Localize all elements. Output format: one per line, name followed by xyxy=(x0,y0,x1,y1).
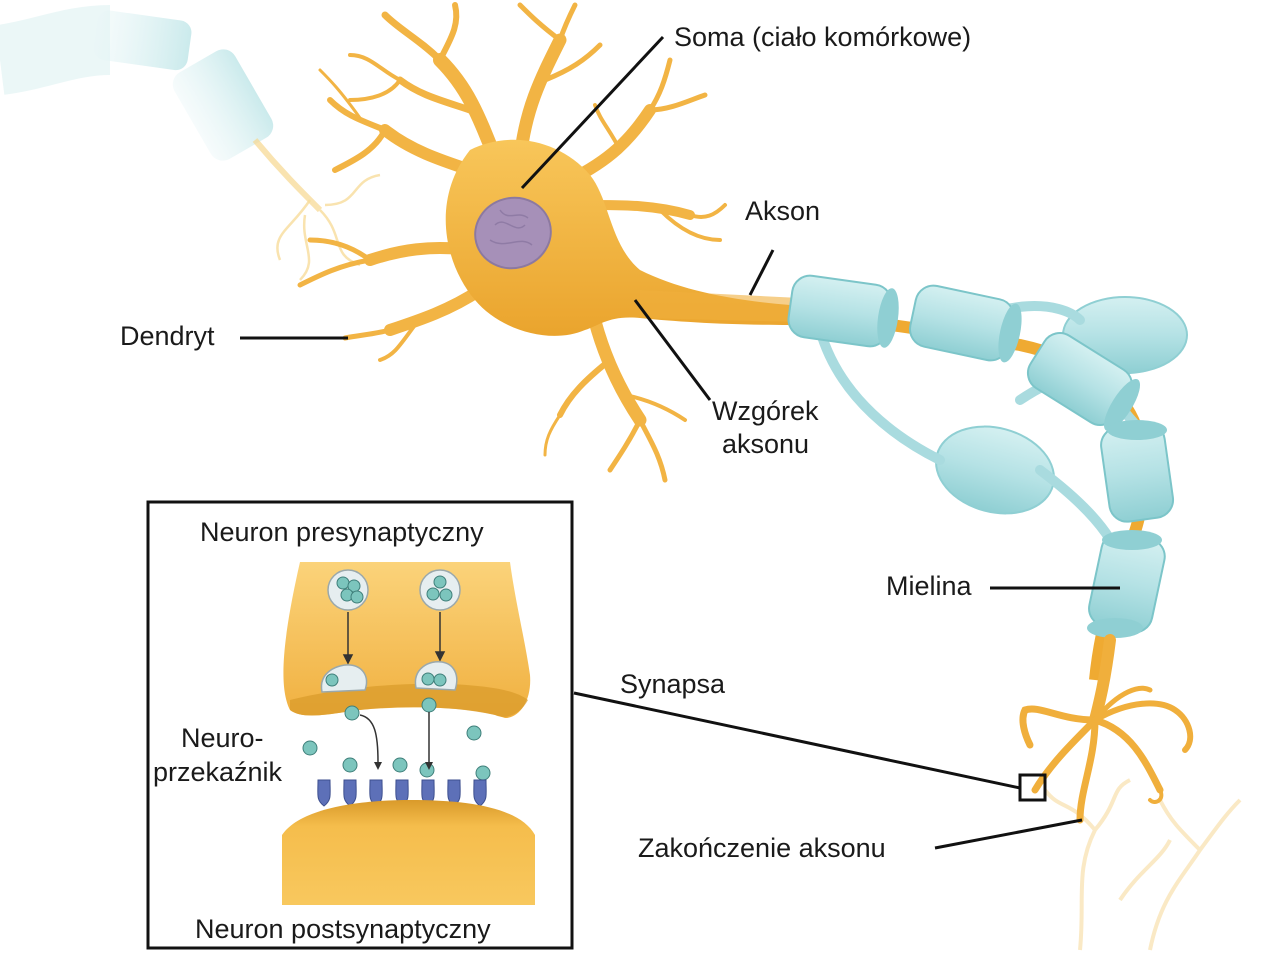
downstream-dendrites-faded xyxy=(1043,778,1242,951)
label-presynaptic-neuron: Neuron presynaptyczny xyxy=(200,517,484,547)
label-neurotransmitter-line2: przekaźnik xyxy=(153,757,283,787)
label-synapsa: Synapsa xyxy=(620,669,726,699)
synapse-inset: Neuron presynaptyczny Neuron postsynapty… xyxy=(146,500,574,950)
vesicle-top-left xyxy=(327,569,369,611)
receptors xyxy=(317,779,487,807)
label-wzgorek-line2: aksonu xyxy=(722,429,809,459)
leader-lines xyxy=(240,35,1120,850)
label-akson: Akson xyxy=(745,196,820,226)
upstream-axon-faded xyxy=(0,5,381,281)
label-wzgorek-line1: Wzgórek xyxy=(712,396,819,426)
myelinated-axon xyxy=(787,274,1188,681)
postsynaptic-terminal xyxy=(282,800,535,905)
label-dendryt: Dendryt xyxy=(120,321,215,351)
label-zakonczenie: Zakończenie aksonu xyxy=(638,833,886,863)
label-postsynaptic-neuron: Neuron postsynaptyczny xyxy=(195,914,491,944)
label-neurotransmitter-line1: Neuro- xyxy=(181,723,264,753)
label-mielina: Mielina xyxy=(886,571,973,601)
vesicle-top-right xyxy=(419,569,461,611)
neuron-soma xyxy=(297,2,800,483)
axon-terminals xyxy=(1019,634,1194,824)
label-soma: Soma (ciało komórkowe) xyxy=(674,22,971,52)
